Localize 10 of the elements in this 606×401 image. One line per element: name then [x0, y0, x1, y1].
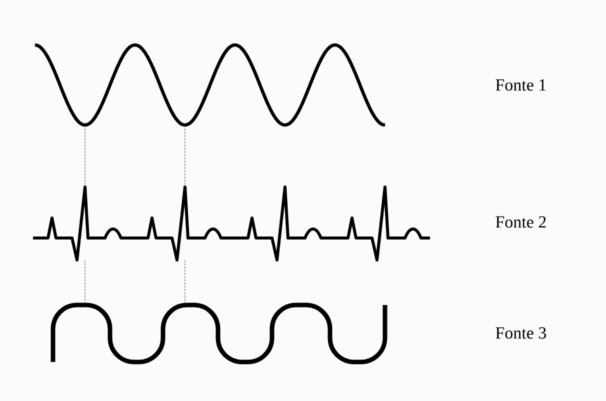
source-label: Fonte 3 — [496, 327, 546, 339]
dashed-line — [184, 260, 186, 306]
dashed-line — [184, 124, 186, 188]
dashed-line — [84, 124, 86, 188]
ecg-wave-drawing — [33, 186, 430, 262]
sine-wave-drawing — [34, 43, 386, 127]
square-wave-drawing — [50, 302, 388, 364]
source-label: Fonte 2 — [496, 216, 546, 228]
source-label: Fonte 1 — [496, 79, 546, 91]
dashed-line — [84, 260, 86, 306]
